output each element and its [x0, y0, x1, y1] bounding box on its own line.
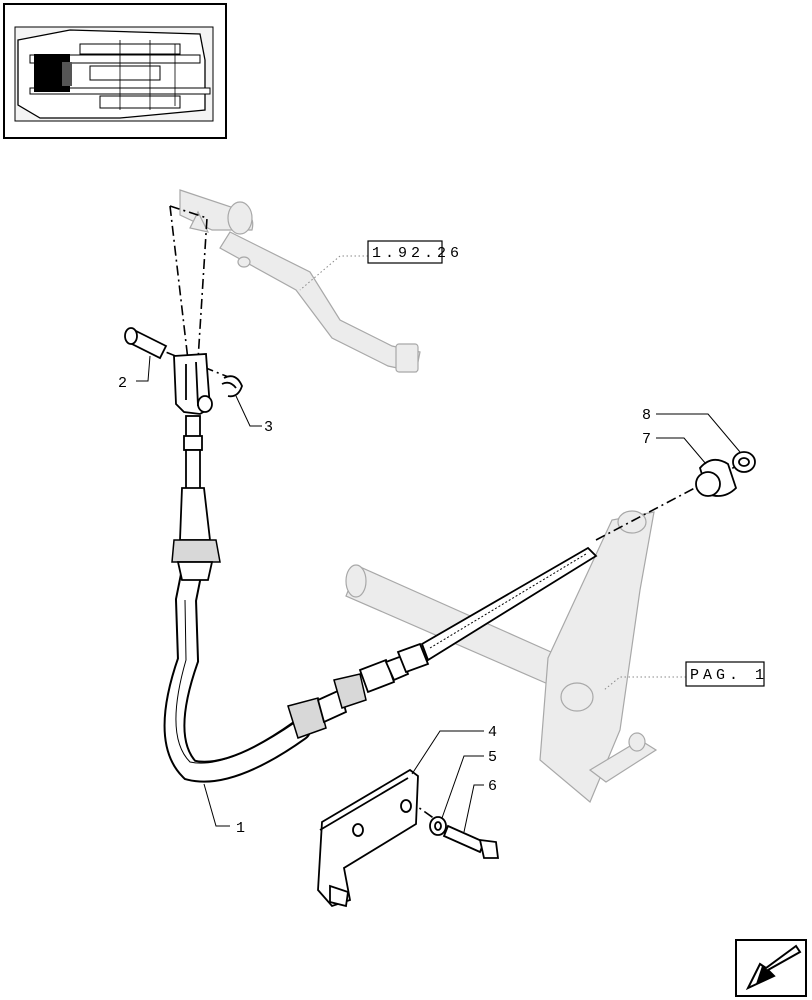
callout-3: 3: [264, 419, 273, 436]
clevis-fork[interactable]: [173, 353, 213, 451]
shaft-ghost: [345, 510, 658, 803]
leader-3: [235, 395, 262, 427]
reference-box-pedal[interactable]: 1.92.26: [367, 240, 463, 264]
assembly-line-a: [169, 205, 189, 361]
bushing-part-7[interactable]: [695, 458, 738, 497]
reference-page-text: PAG. 1: [690, 667, 768, 684]
reference-box-page[interactable]: PAG. 1: [685, 661, 768, 687]
leader-7: [656, 437, 707, 465]
callout-5: 5: [488, 749, 497, 766]
arrow-back-icon[interactable]: [735, 939, 807, 997]
transmission-thumbnail[interactable]: [3, 3, 227, 139]
washer-part-5[interactable]: [429, 816, 447, 836]
clutch-pedal-ghost: [179, 189, 421, 373]
bracket-part-4[interactable]: [317, 768, 419, 908]
clip-part-3[interactable]: [221, 375, 243, 398]
leader-2: [136, 355, 151, 382]
leader-6: [463, 784, 484, 833]
bolt-part-6[interactable]: [442, 824, 500, 859]
leader-8: [656, 413, 741, 453]
leader-ref-pedal: [299, 255, 368, 291]
callout-1: 1: [236, 820, 245, 837]
callout-4: 4: [488, 724, 497, 741]
cable-part-1[interactable]: [163, 449, 598, 783]
reference-pedal-text: 1.92.26: [372, 245, 463, 262]
callout-6: 6: [488, 778, 497, 795]
callout-2: 2: [118, 375, 127, 392]
callout-8: 8: [642, 407, 651, 424]
leader-4: [411, 730, 484, 775]
leader-1: [203, 783, 230, 827]
leader-5: [441, 755, 484, 819]
pin-part-2[interactable]: [124, 327, 168, 360]
callout-7: 7: [642, 431, 651, 448]
nut-part-8[interactable]: [732, 451, 756, 473]
